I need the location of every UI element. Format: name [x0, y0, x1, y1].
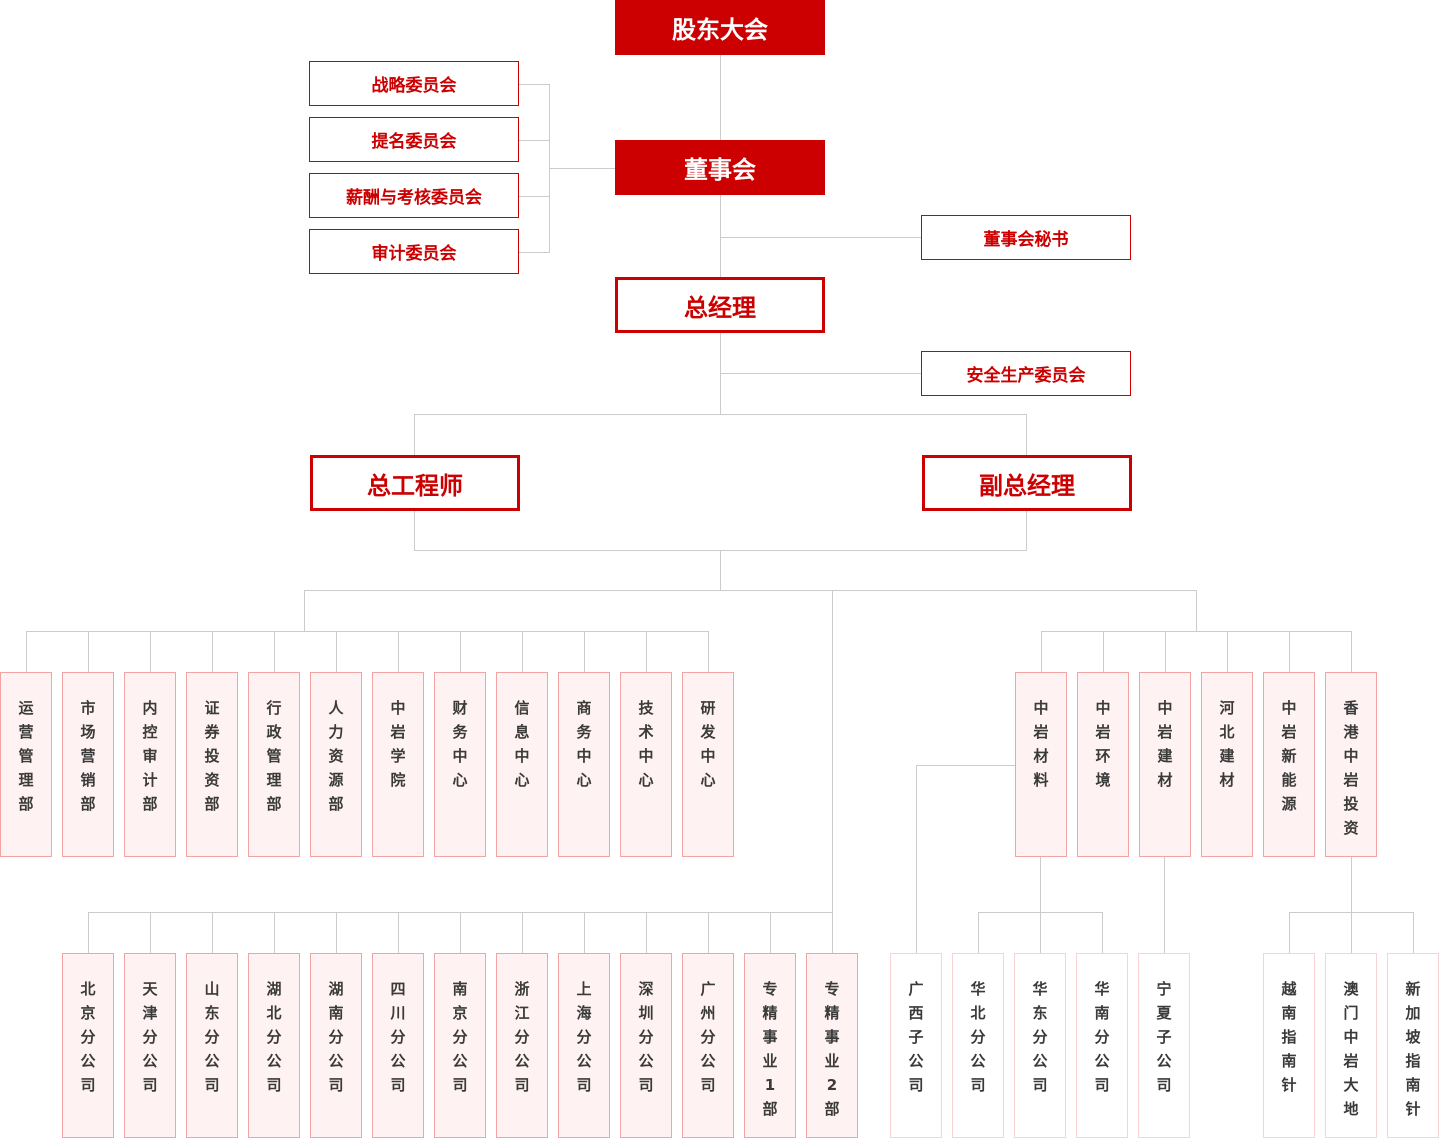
subsidiary-label: 河北建材 — [1219, 699, 1235, 789]
second-level-box: 华北分公司 — [952, 953, 1004, 1138]
branch-box: 山东分公司 — [186, 953, 238, 1138]
branch-label: 四川分公司 — [390, 980, 406, 1094]
second-level-box: 宁夏子公司 — [1138, 953, 1190, 1138]
department-box: 行政管理部 — [248, 672, 300, 857]
subsidiary-label: 中岩建材 — [1157, 699, 1173, 789]
department-box: 商务中心 — [558, 672, 610, 857]
subsidiary-box: 中岩材料 — [1015, 672, 1067, 857]
second-level-label: 华东分公司 — [1032, 980, 1048, 1094]
branch-box: 天津分公司 — [124, 953, 176, 1138]
line-deputies-to-units — [304, 551, 1197, 631]
branch-label: 山东分公司 — [204, 980, 220, 1094]
department-label: 人力资源部 — [328, 699, 344, 813]
node-strategy-committee: 战略委员会 — [309, 61, 519, 106]
department-label: 财务中心 — [452, 699, 468, 789]
subsidiary-box: 香港中岩投资 — [1325, 672, 1377, 857]
node-nomination-committee: 提名委员会 — [309, 117, 519, 162]
department-label: 研发中心 — [700, 699, 716, 789]
line-functional-departments — [26, 631, 709, 672]
second-level-label: 新加坡指南针 — [1405, 980, 1421, 1118]
second-level-label: 宁夏子公司 — [1156, 980, 1172, 1094]
node-board-secretary: 董事会秘书 — [921, 215, 1131, 260]
branch-label: 上海分公司 — [576, 980, 592, 1094]
node-chief-engineer: 总工程师 — [310, 455, 520, 511]
subsidiary-box: 中岩建材 — [1139, 672, 1191, 857]
subsidiary-label: 香港中岩投资 — [1343, 699, 1359, 837]
department-box: 信息中心 — [496, 672, 548, 857]
department-label: 市场营销部 — [80, 699, 96, 813]
department-box: 内控审计部 — [124, 672, 176, 857]
department-label: 技术中心 — [638, 699, 654, 789]
subsidiary-label: 中岩新能源 — [1281, 699, 1297, 813]
branch-box: 上海分公司 — [558, 953, 610, 1138]
branch-box: 北京分公司 — [62, 953, 114, 1138]
second-level-box: 华东分公司 — [1014, 953, 1066, 1138]
line-subsidiaries — [1041, 631, 1352, 672]
department-box: 运营管理部 — [0, 672, 52, 857]
branch-label: 专精事业1部 — [762, 980, 778, 1118]
node-general-manager: 总经理 — [615, 277, 825, 333]
department-box: 研发中心 — [682, 672, 734, 857]
second-level-box: 广西子公司 — [890, 953, 942, 1138]
branch-box: 广州分公司 — [682, 953, 734, 1138]
second-level-box: 澳门中岩大地 — [1325, 953, 1377, 1138]
line-zhongyan-materials-children — [916, 765, 1103, 953]
node-safety-committee: 安全生产委员会 — [921, 351, 1131, 396]
branch-box: 深圳分公司 — [620, 953, 672, 1138]
branch-label: 南京分公司 — [452, 980, 468, 1094]
node-shareholders-meeting: 股东大会 — [615, 0, 825, 55]
node-compensation-committee: 薪酬与考核委员会 — [309, 173, 519, 218]
branch-label: 天津分公司 — [142, 980, 158, 1094]
department-label: 商务中心 — [576, 699, 592, 789]
branch-box: 专精事业2部 — [806, 953, 858, 1138]
subsidiary-label: 中岩材料 — [1033, 699, 1049, 789]
branch-box: 专精事业1部 — [744, 953, 796, 1138]
department-label: 运营管理部 — [18, 699, 34, 813]
branch-box: 南京分公司 — [434, 953, 486, 1138]
branch-label: 浙江分公司 — [514, 980, 530, 1094]
branch-box: 四川分公司 — [372, 953, 424, 1138]
second-level-box: 新加坡指南针 — [1387, 953, 1439, 1138]
node-deputy-general-manager: 副总经理 — [922, 455, 1132, 511]
second-level-label: 华南分公司 — [1094, 980, 1110, 1094]
department-label: 行政管理部 — [266, 699, 282, 813]
branch-label: 深圳分公司 — [638, 980, 654, 1094]
node-board-of-directors: 董事会 — [615, 140, 825, 195]
department-box: 市场营销部 — [62, 672, 114, 857]
subsidiary-box: 河北建材 — [1201, 672, 1253, 857]
branch-label: 湖北分公司 — [266, 980, 282, 1094]
department-box: 中岩学院 — [372, 672, 424, 857]
line-branches — [88, 590, 833, 953]
second-level-label: 澳门中岩大地 — [1343, 980, 1359, 1118]
department-box: 人力资源部 — [310, 672, 362, 857]
second-level-label: 广西子公司 — [908, 980, 924, 1094]
department-label: 信息中心 — [514, 699, 530, 789]
branch-label: 湖南分公司 — [328, 980, 344, 1094]
branch-label: 北京分公司 — [80, 980, 96, 1094]
second-level-box: 华南分公司 — [1076, 953, 1128, 1138]
department-box: 证券投资部 — [186, 672, 238, 857]
second-level-label: 华北分公司 — [970, 980, 986, 1094]
subsidiary-box: 中岩新能源 — [1263, 672, 1315, 857]
subsidiary-label: 中岩环境 — [1095, 699, 1111, 789]
department-label: 证券投资部 — [204, 699, 220, 813]
subsidiary-box: 中岩环境 — [1077, 672, 1129, 857]
branch-box: 湖南分公司 — [310, 953, 362, 1138]
department-label: 内控审计部 — [142, 699, 158, 813]
line-committees — [518, 84, 615, 253]
second-level-label: 越南指南针 — [1281, 980, 1297, 1094]
node-audit-committee: 审计委员会 — [309, 229, 519, 274]
branch-box: 浙江分公司 — [496, 953, 548, 1138]
department-box: 技术中心 — [620, 672, 672, 857]
branch-label: 专精事业2部 — [824, 980, 840, 1118]
department-box: 财务中心 — [434, 672, 486, 857]
second-level-box: 越南指南针 — [1263, 953, 1315, 1138]
department-label: 中岩学院 — [390, 699, 406, 789]
branch-box: 湖北分公司 — [248, 953, 300, 1138]
branch-label: 广州分公司 — [700, 980, 716, 1094]
line-hk-investment-children — [1289, 857, 1414, 953]
